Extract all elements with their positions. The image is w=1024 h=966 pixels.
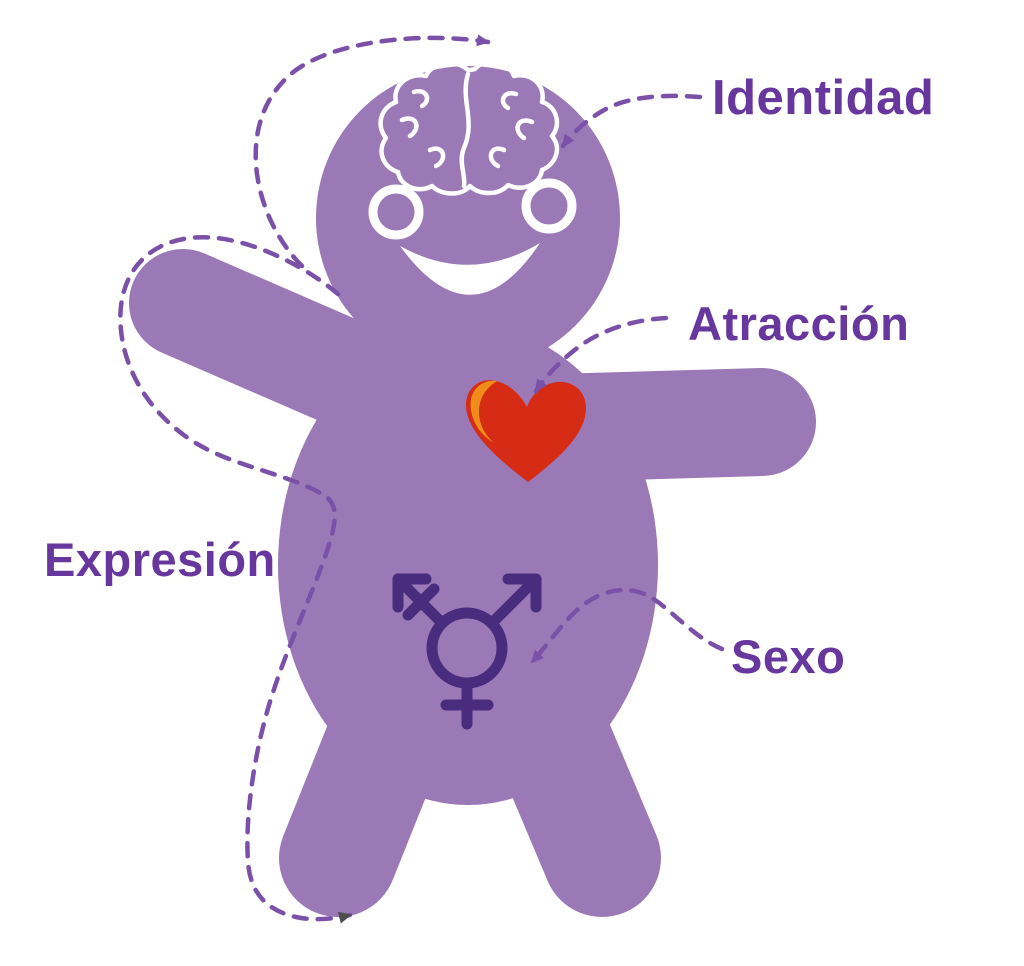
left-eye-icon xyxy=(368,184,424,240)
head xyxy=(316,66,620,370)
gingerbread-figure xyxy=(129,59,816,917)
label-expresion: Expresión xyxy=(44,533,276,586)
arrow-expresion-trace xyxy=(118,234,353,924)
label-identidad: Identidad xyxy=(712,71,935,125)
heart-shape xyxy=(466,380,586,482)
smile-icon xyxy=(400,243,540,295)
annotation-arrows xyxy=(118,34,725,924)
arrow-identidad xyxy=(560,93,703,149)
right-eye-icon xyxy=(521,178,577,234)
heart-highlight xyxy=(470,380,497,443)
heart-icon xyxy=(466,380,586,482)
arrow-atraccion xyxy=(533,315,669,394)
brain-icon xyxy=(378,59,560,196)
face xyxy=(368,178,577,295)
label-sexo: Sexo xyxy=(731,630,846,683)
transgender-symbol-icon xyxy=(392,573,542,730)
label-atraccion: Atracción xyxy=(688,297,910,350)
arrow-over-head xyxy=(253,34,491,269)
arrow-sexo xyxy=(529,587,725,665)
